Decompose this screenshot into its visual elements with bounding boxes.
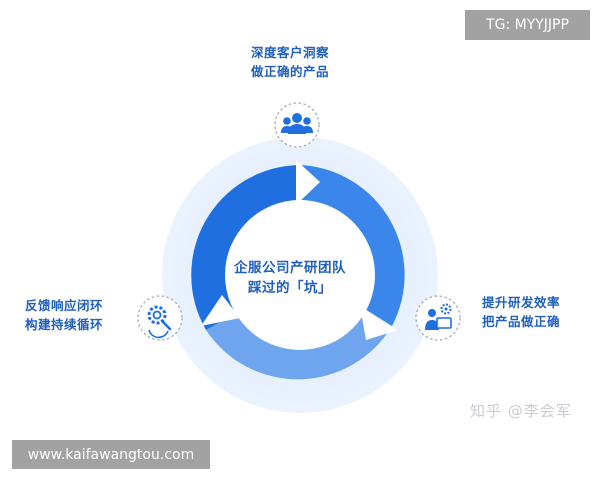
node-left-line1: 反馈响应闭环 (25, 298, 104, 313)
node-left-label: 反馈响应闭环 构建持续循环 (25, 296, 135, 334)
developer-gear-icon (425, 303, 452, 330)
node-right-line2: 把产品做正确 (482, 314, 561, 329)
node-top-line2: 做正确的产品 (250, 64, 329, 79)
ring-arrow-right (360, 306, 398, 340)
watermark-url: www.kaifawangtou.com (12, 440, 210, 469)
node-right (415, 295, 461, 341)
watermark-zhihu: 知乎 @李会军 (470, 402, 572, 420)
node-right-line1: 提升研发效率 (482, 295, 561, 310)
ring-arrow-left (201, 295, 240, 326)
node-left (137, 295, 183, 341)
center-line1: 企服公司产研团队 (234, 260, 346, 276)
center-line2: 踩过的「坑」 (248, 280, 332, 296)
ring-arrow-top (296, 160, 320, 205)
watermark-tg: TG: MYYJJPP (465, 10, 590, 40)
gear-search-icon (147, 305, 172, 339)
node-top-label: 深度客户洞察 做正确的产品 (230, 43, 350, 81)
ring-segment-bottom (206, 310, 392, 380)
users-icon (281, 113, 313, 134)
center-title: 企服公司产研团队 踩过的「坑」 (220, 258, 360, 298)
ring-segment-left (191, 165, 300, 330)
node-right-label: 提升研发效率 把产品做正确 (482, 293, 582, 331)
center-disk (225, 200, 375, 350)
node-top-line1: 深度客户洞察 (250, 45, 329, 60)
node-left-line2: 构建持续循环 (25, 317, 104, 332)
node-top (274, 102, 320, 148)
